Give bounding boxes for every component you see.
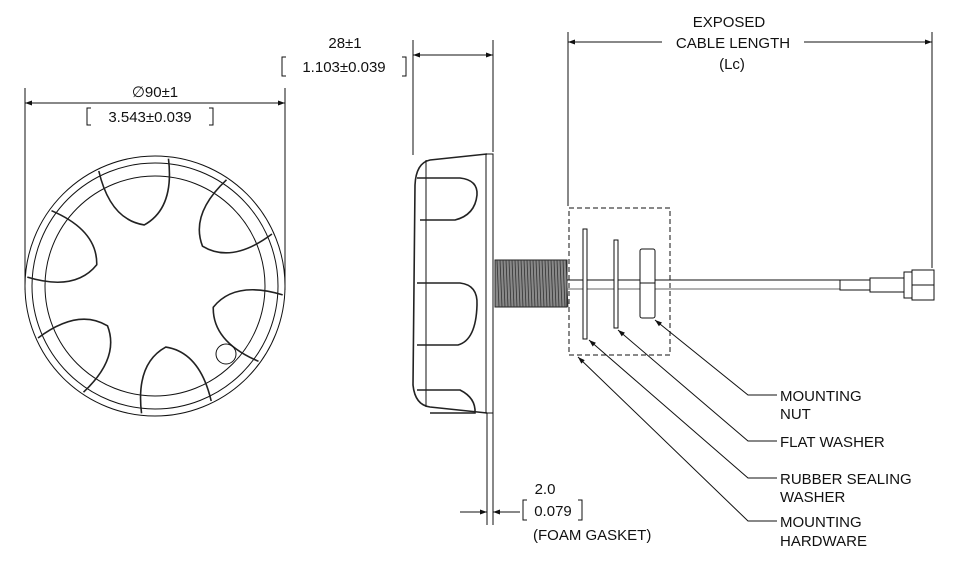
thread-line (544, 259, 548, 308)
thread-line (499, 259, 503, 308)
rubber-sealing-washer (582, 228, 588, 340)
callout-text: MOUNTING (780, 388, 862, 405)
grip-lobe (98, 158, 171, 226)
thread-line (523, 259, 527, 308)
diameter-inch-bracket: 3.543±0.039 (86, 107, 214, 126)
thread-line (565, 259, 569, 308)
antenna-body (412, 153, 488, 414)
callout-text: MOUNTING (780, 514, 862, 531)
callout-text: FLAT WASHER (780, 434, 885, 451)
thread-line (511, 259, 515, 308)
height-dim-text: 28±1 (328, 35, 361, 52)
thread-line (550, 259, 554, 308)
thread-line (547, 259, 551, 308)
thread-line (520, 259, 524, 308)
side-view: 28±1 1.103±0.039 2.0 0.079 (FOAM GASKET) (281, 35, 651, 544)
grip-lobe (27, 209, 98, 284)
thread-line (559, 259, 563, 308)
thread-line (541, 259, 545, 308)
thread-line (508, 259, 512, 308)
callout-text: WASHER (780, 489, 845, 506)
diameter-inch-text: 3.543±0.039 (108, 109, 191, 126)
thread-line (526, 259, 530, 308)
thread-line (496, 259, 500, 308)
grip-lobe (198, 179, 273, 254)
callout-mounting-nut: MOUNTING NUT (780, 388, 862, 423)
vent-hole (215, 343, 237, 365)
thread-line (556, 259, 560, 308)
thread-line (514, 259, 518, 308)
thread-line (505, 259, 509, 308)
thread-line (562, 259, 566, 308)
callouts: MOUNTING NUT FLAT WASHER RUBBER SEALING … (577, 319, 912, 550)
grip-lobe (212, 288, 283, 363)
front-view: ∅90±1 3.543±0.039 (24, 84, 286, 417)
cable-label-line2: CABLE LENGTH (676, 35, 790, 52)
cable-label-line3: (Lc) (719, 56, 745, 73)
diameter-dim-text: ∅90±1 (132, 84, 178, 101)
thread-line (538, 259, 542, 308)
cable-connector (839, 269, 935, 301)
height-inch-text: 1.103±0.039 (302, 59, 385, 76)
thread-line (517, 259, 521, 308)
callout-rubber-sealing-washer: RUBBER SEALING WASHER (780, 471, 912, 506)
stem-threads (496, 259, 569, 308)
hardware-box (568, 207, 671, 356)
gasket-dim-text: 2.0 (535, 481, 556, 498)
gasket-inch-text: 0.079 (534, 503, 572, 520)
grip-lobe (139, 346, 212, 414)
callout-text: NUT (780, 406, 811, 423)
thread-line (529, 259, 533, 308)
thread-line (553, 259, 557, 308)
grip-lobes (27, 158, 283, 414)
grip-lobe (37, 318, 112, 393)
thread-line (532, 259, 536, 308)
cable-label-line1: EXPOSED (693, 14, 766, 31)
flat-washer (613, 239, 619, 329)
thread-line (502, 259, 506, 308)
callout-flat-washer: FLAT WASHER (780, 434, 885, 451)
thread-line (535, 259, 539, 308)
callout-mounting-hardware: MOUNTING HARDWARE (780, 514, 867, 550)
callout-text: HARDWARE (780, 533, 867, 550)
callout-text: RUBBER SEALING (780, 471, 912, 488)
gasket-label: (FOAM GASKET) (533, 527, 651, 544)
cable-length-dimension: EXPOSED CABLE LENGTH (Lc) (567, 14, 933, 268)
mounting-hardware (567, 207, 840, 356)
